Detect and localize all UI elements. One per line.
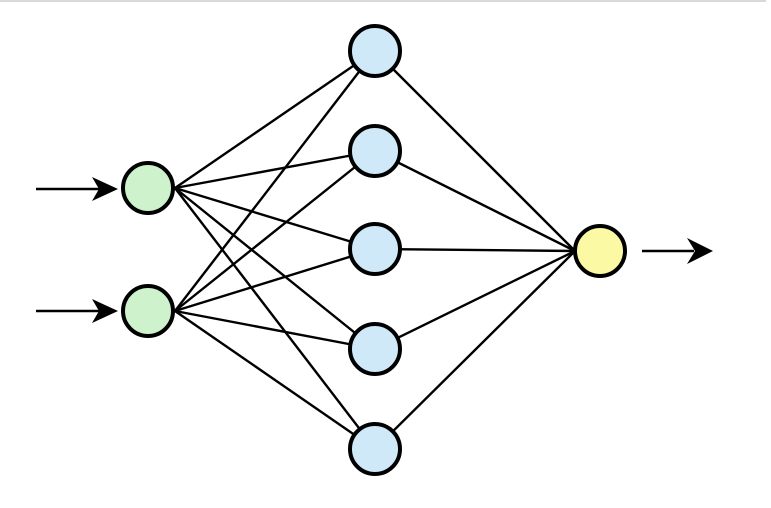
edge-input-2-to-hidden-1 xyxy=(173,49,377,313)
input-2-node xyxy=(121,284,175,338)
edge-hidden-4-to-output-1 xyxy=(373,249,577,351)
input-arrow-1-head-icon xyxy=(92,177,118,201)
hidden-3-node xyxy=(348,222,402,276)
output-1-node xyxy=(573,224,627,278)
hidden-4-node xyxy=(348,322,402,376)
edge-input-1-to-hidden-3 xyxy=(173,186,377,251)
hidden-2-node xyxy=(348,124,402,178)
viewport-top-border xyxy=(0,0,766,2)
edge-input-1-to-hidden-4 xyxy=(173,186,377,351)
hidden-5-node xyxy=(348,422,402,476)
edge-input-2-to-hidden-2 xyxy=(173,149,377,313)
edge-hidden-5-to-output-1 xyxy=(373,249,577,451)
edge-input-2-to-hidden-4 xyxy=(173,309,377,351)
input-1-node xyxy=(121,161,175,215)
hidden-1-node xyxy=(348,24,402,78)
edge-hidden-1-to-output-1 xyxy=(373,49,577,253)
edge-hidden-3-to-output-1 xyxy=(373,247,577,253)
edge-input-2-to-hidden-3 xyxy=(173,247,377,313)
edge-input-1-to-hidden-2 xyxy=(173,149,377,190)
output-arrow-1-head-icon xyxy=(687,238,713,264)
edge-input-1-to-hidden-1 xyxy=(173,49,377,190)
edge-input-1-to-hidden-5 xyxy=(173,186,377,451)
edge-input-2-to-hidden-5 xyxy=(173,309,377,451)
edge-hidden-2-to-output-1 xyxy=(373,149,577,253)
input-arrow-2-head-icon xyxy=(92,299,118,323)
